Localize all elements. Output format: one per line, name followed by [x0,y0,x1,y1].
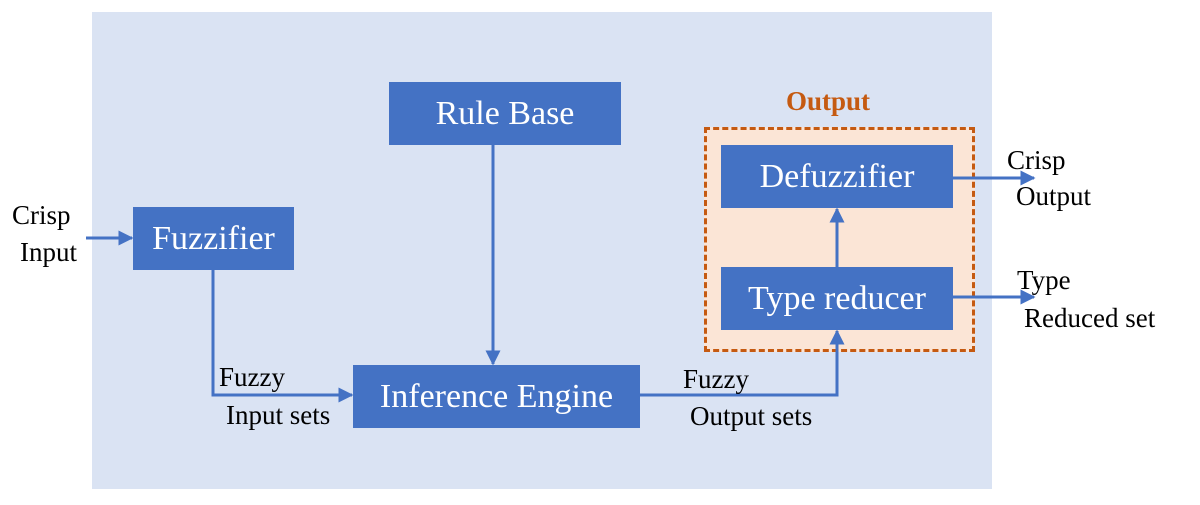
rule-base-block: Rule Base [389,82,621,145]
label-fuzzy-output-line1: Fuzzy [683,364,749,394]
label-crisp-input-line1: Crisp [12,200,71,230]
defuzzifier-block: Defuzzifier [721,145,953,208]
inference-engine-block: Inference Engine [353,365,640,428]
arrow-inference-to-type-reducer [640,329,845,397]
label-crisp-output-line2: Output [1016,181,1092,211]
fuzzifier-block: Fuzzifier [133,207,294,270]
arrow-fuzzifier-to-inference [211,270,354,403]
label-fuzzy-input-line1: Fuzzy [219,362,285,392]
label-crisp-input-line2: Input [20,237,77,267]
label-fuzzy-input-line2: Input sets [226,400,331,430]
output-group-title: Output [786,86,871,116]
label-type-reduced-line1: Type [1017,265,1071,295]
label-crisp-output-line1: Crisp [1007,145,1066,175]
label-type-reduced-line2: Reduced set [1024,303,1156,333]
type-reducer-block: Type reducer [721,267,953,330]
label-fuzzy-output-line2: Output sets [690,401,813,431]
